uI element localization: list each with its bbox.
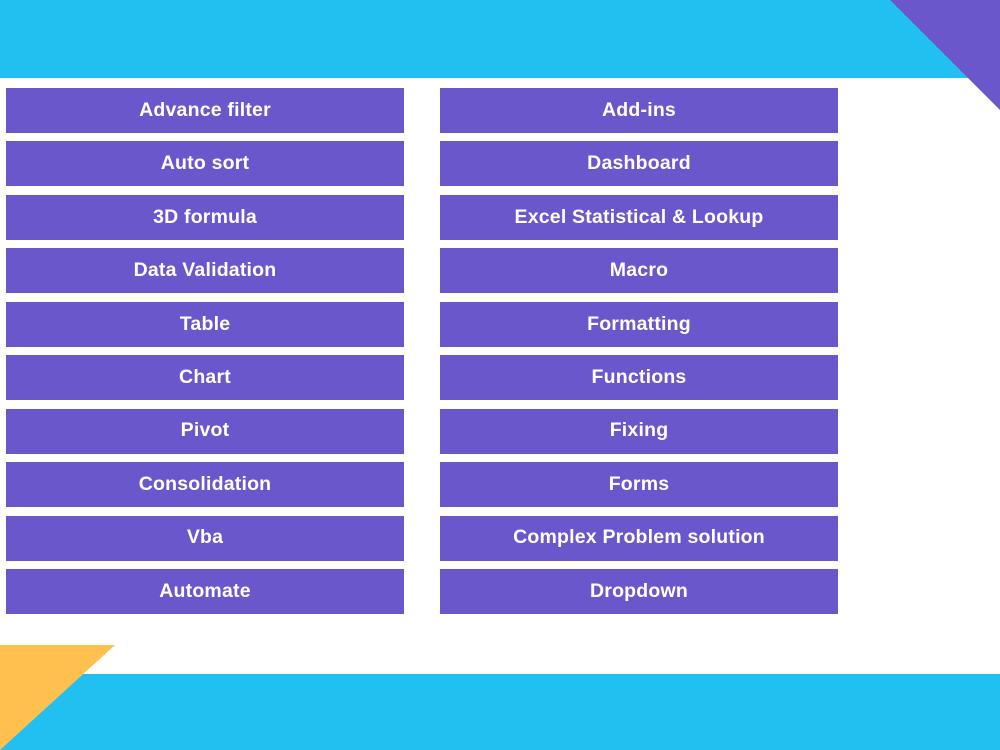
topic-button-label: Table: [179, 312, 231, 335]
topic-button-formatting[interactable]: Formatting: [440, 301, 838, 347]
topic-button-label: Advance filter: [139, 98, 271, 121]
topic-button-macro[interactable]: Macro: [440, 248, 838, 294]
topic-button-auto-sort[interactable]: Auto sort: [6, 141, 404, 187]
topic-button-advance-filter[interactable]: Advance filter: [6, 88, 404, 133]
topic-button-chart[interactable]: Chart: [6, 355, 404, 401]
top-right-purple-triangle: [890, 0, 1000, 110]
topic-button-add-ins[interactable]: Add-ins: [440, 88, 838, 133]
bottom-left-orange-triangle: [0, 645, 115, 750]
topic-button-label: Forms: [608, 472, 670, 495]
topic-button-dashboard[interactable]: Dashboard: [440, 141, 838, 187]
topic-button-label: Functions: [591, 365, 687, 388]
topic-button-label: Pivot: [180, 419, 230, 442]
topic-button-table[interactable]: Table: [6, 301, 404, 347]
topic-button-fixing[interactable]: Fixing: [440, 408, 838, 454]
topic-button-label: Data Validation: [133, 259, 277, 282]
topic-button-label: Automate: [159, 579, 251, 602]
topic-button-label: Chart: [179, 365, 231, 388]
topic-button-label: Add-ins: [602, 98, 676, 121]
top-cyan-band: [0, 0, 1000, 78]
topic-button-functions[interactable]: Functions: [440, 355, 838, 401]
topic-button-label: Fixing: [609, 419, 669, 442]
topic-button-label: Dashboard: [587, 152, 691, 175]
topic-button-pivot[interactable]: Pivot: [6, 408, 404, 454]
topic-button-label: Excel Statistical & Lookup: [514, 205, 764, 228]
topic-column-left: Advance filter Auto sort 3D formula Data…: [6, 88, 404, 614]
topic-button-grid: Advance filter Auto sort 3D formula Data…: [6, 88, 838, 614]
topic-button-label: Macro: [609, 259, 669, 282]
topic-button-data-validation[interactable]: Data Validation: [6, 248, 404, 294]
bottom-cyan-band: [0, 674, 1000, 750]
topic-button-forms[interactable]: Forms: [440, 462, 838, 508]
topic-button-complex-problem-solution[interactable]: Complex Problem solution: [440, 515, 838, 561]
topic-button-label: 3D formula: [153, 205, 257, 228]
topic-button-excel-statistical-lookup[interactable]: Excel Statistical & Lookup: [440, 194, 838, 240]
topic-button-label: Consolidation: [138, 472, 272, 495]
topic-button-label: Dropdown: [590, 579, 688, 602]
topic-button-dropdown[interactable]: Dropdown: [440, 568, 838, 614]
topic-button-consolidation[interactable]: Consolidation: [6, 462, 404, 508]
topic-column-right: Add-ins Dashboard Excel Statistical & Lo…: [440, 88, 838, 614]
topic-button-vba[interactable]: Vba: [6, 515, 404, 561]
topic-button-label: Formatting: [587, 312, 691, 335]
topic-button-label: Auto sort: [160, 152, 250, 175]
topic-button-label: Complex Problem solution: [513, 526, 765, 549]
topic-button-automate[interactable]: Automate: [6, 568, 404, 614]
topic-button-label: Vba: [186, 526, 224, 549]
topic-button-3d-formula[interactable]: 3D formula: [6, 194, 404, 240]
